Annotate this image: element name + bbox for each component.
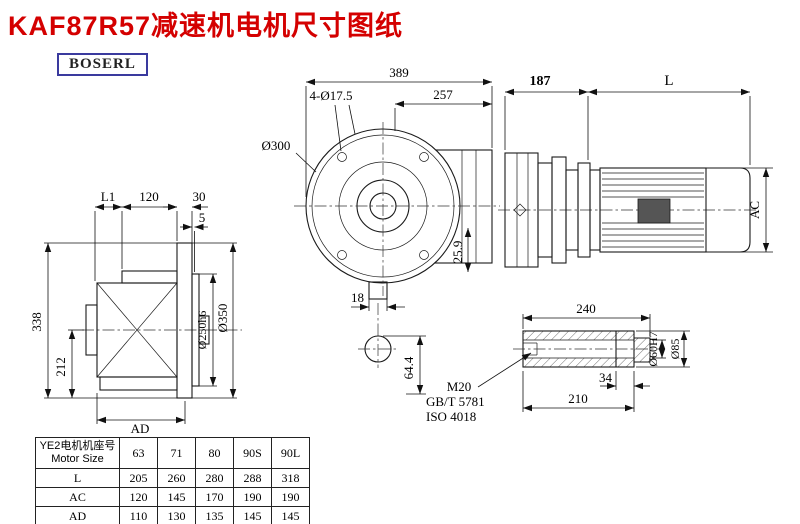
table-cell: 280 [195, 468, 234, 488]
motor-nameplate [637, 198, 671, 224]
row-label: AD [35, 506, 120, 524]
dim-spigot-label: Ø250h6 [195, 311, 209, 350]
table-col-header: 71 [157, 437, 196, 469]
dim-motor-diameter-label: AC [747, 201, 762, 219]
table-row: L 205 260 280 288 318 [35, 468, 310, 488]
table-header-en: Motor Size [51, 453, 104, 465]
table-col-header: 63 [119, 437, 158, 469]
table-row: AD 110 130 135 145 145 [35, 506, 310, 524]
dim-gearbox-length-label: 187 [530, 74, 551, 89]
table-cell: 145 [233, 506, 272, 524]
front-view: 389 257 4-Ø17.5 Ø300 25.9 18 64 [262, 65, 500, 395]
table-cell: 190 [271, 487, 310, 507]
dim-od-label: Ø85 [668, 339, 682, 360]
table-cell: 145 [271, 506, 310, 524]
dim-flange-label: Ø350 [215, 304, 230, 333]
dim-bore-label: Ø60H7 [646, 331, 660, 366]
dim-usable-length-label: 210 [568, 391, 588, 406]
table-col-header: 90L [271, 437, 310, 469]
table-cell: 130 [157, 506, 196, 524]
dim-bolt-holes-label: 4-Ø17.5 [310, 88, 353, 103]
table-cell: 110 [119, 506, 158, 524]
bolt-hole [419, 250, 429, 260]
table-cell: 190 [233, 487, 272, 507]
dim-shaft-length-label: 240 [576, 301, 596, 316]
table-header-cn: YE2电机机座号 [39, 439, 116, 452]
table-col-header: 80 [195, 437, 234, 469]
dim-center-height-label: 212 [53, 357, 68, 377]
table-cell: 135 [195, 506, 234, 524]
motor-fins [602, 172, 704, 248]
dim-key-label: 34 [599, 370, 613, 385]
table-cell: 205 [119, 468, 158, 488]
row-label: L [35, 468, 120, 488]
table-header-motor-size: YE2电机机座号 Motor Size [35, 437, 120, 469]
table-cell: 170 [195, 487, 234, 507]
dim-l1-label: L1 [101, 189, 115, 204]
bolt-hole [337, 152, 347, 162]
table-row: AC 120 145 170 190 190 [35, 487, 310, 507]
dim-motor-length-label: L [664, 73, 673, 89]
dim-offset-label: 25.9 [450, 241, 465, 264]
dim-body-width-label: 257 [433, 87, 453, 102]
dim-shaft-bottom-label: 64.4 [401, 356, 416, 379]
note-thread-label: M20 [447, 379, 472, 394]
motor-view: 187 L AC [498, 73, 773, 268]
table-cell: 318 [271, 468, 310, 488]
table-header-row: YE2电机机座号 Motor Size 63 71 80 90S 90L [35, 437, 310, 469]
brand-logo: BOSERL [57, 53, 148, 76]
dim-boss-label: 18 [351, 290, 364, 305]
note-standard1-label: GB/T 5781 [426, 394, 485, 409]
dim-overall-width-label: 389 [389, 65, 409, 80]
dim-5-label: 5 [199, 210, 206, 225]
bolt-hole [419, 152, 429, 162]
table-cell: 260 [157, 468, 196, 488]
motor-size-table: YE2电机机座号 Motor Size 63 71 80 90S 90L L 2… [35, 437, 310, 524]
table-cell: 288 [233, 468, 272, 488]
bolt-hole [337, 250, 347, 260]
row-label: AC [35, 487, 120, 507]
table-col-header: 90S [233, 437, 272, 469]
dim-120-label: 120 [139, 189, 159, 204]
dim-flange-dia-label: Ø300 [262, 138, 291, 153]
shaft-detail-view: 240 34 210 Ø60H7 Ø85 M20 GB/T 5781 ISO [426, 301, 690, 424]
table-cell: 145 [157, 487, 196, 507]
vent-plug-icon [513, 203, 527, 217]
table-cell: 120 [119, 487, 158, 507]
dim-height-label: 338 [29, 312, 44, 332]
note-standard2-label: ISO 4018 [426, 409, 476, 424]
dim-30-label: 30 [193, 189, 206, 204]
side-view: L1 120 30 5 338 212 AD Ø250h6 Ø35 [29, 189, 242, 436]
page-title: KAF87R57减速机电机尺寸图纸 [8, 11, 404, 41]
dim-ad-label: AD [131, 421, 150, 436]
